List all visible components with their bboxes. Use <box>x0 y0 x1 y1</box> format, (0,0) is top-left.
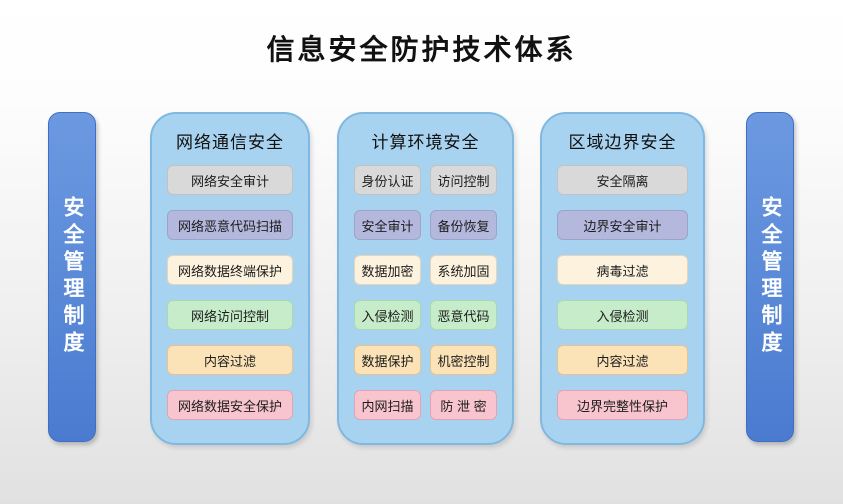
diagram-block: 机密控制 <box>430 345 497 375</box>
diagram-block: 身份认证 <box>354 165 421 195</box>
diagram-block: 网络数据安全保护 <box>167 390 293 420</box>
item-row: 网络恶意代码扫描 <box>167 210 293 240</box>
item-row: 边界安全审计 <box>557 210 688 240</box>
diagram-block: 备份恢复 <box>430 210 497 240</box>
item-row: 网络访问控制 <box>167 300 293 330</box>
panel-items: 网络安全审计网络恶意代码扫描网络数据终端保护网络访问控制内容过滤网络数据安全保护 <box>167 165 293 420</box>
diagram-block: 访问控制 <box>430 165 497 195</box>
item-row: 病毒过滤 <box>557 255 688 285</box>
diagram-block: 安全隔离 <box>557 165 688 195</box>
diagram-block: 内容过滤 <box>167 345 293 375</box>
security-management-bar-right: 安全管理制度 <box>746 112 794 442</box>
diagram-title: 信息安全防护技术体系 <box>266 34 577 65</box>
diagram-block: 边界完整性保护 <box>557 390 688 420</box>
item-row: 入侵检测恶意代码 <box>354 300 497 330</box>
item-row: 内容过滤 <box>167 345 293 375</box>
diagram-block: 网络访问控制 <box>167 300 293 330</box>
diagram-block: 安全审计 <box>354 210 421 240</box>
item-row: 安全审计备份恢复 <box>354 210 497 240</box>
diagram-block: 入侵检测 <box>354 300 421 330</box>
panel-area-boundary-security: 区域边界安全 安全隔离边界安全审计病毒过滤入侵检测内容过滤边界完整性保护 <box>540 112 705 445</box>
item-row: 网络安全审计 <box>167 165 293 195</box>
item-row: 数据加密系统加固 <box>354 255 497 285</box>
diagram-block: 数据保护 <box>354 345 421 375</box>
item-row: 安全隔离 <box>557 165 688 195</box>
panel-network-communication-security: 网络通信安全 网络安全审计网络恶意代码扫描网络数据终端保护网络访问控制内容过滤网… <box>150 112 310 445</box>
diagram-block: 系统加固 <box>430 255 497 285</box>
panel-items: 身份认证访问控制安全审计备份恢复数据加密系统加固入侵检测恶意代码数据保护机密控制… <box>354 165 497 420</box>
panel-title: 区域边界安全 <box>568 133 677 152</box>
item-row: 内容过滤 <box>557 345 688 375</box>
panel-title: 计算环境安全 <box>371 133 480 152</box>
diagram-block: 入侵检测 <box>557 300 688 330</box>
item-row: 边界完整性保护 <box>557 390 688 420</box>
panel-title: 网络通信安全 <box>176 133 284 152</box>
diagram-block: 内网扫描 <box>354 390 421 420</box>
item-row: 内网扫描防 泄 密 <box>354 390 497 420</box>
panel-items: 安全隔离边界安全审计病毒过滤入侵检测内容过滤边界完整性保护 <box>557 165 688 420</box>
item-row: 数据保护机密控制 <box>354 345 497 375</box>
item-row: 身份认证访问控制 <box>354 165 497 195</box>
panel-computing-environment-security: 计算环境安全 身份认证访问控制安全审计备份恢复数据加密系统加固入侵检测恶意代码数… <box>337 112 514 445</box>
diagram-block: 数据加密 <box>354 255 421 285</box>
security-management-bar-left: 安全管理制度 <box>48 112 96 442</box>
item-row: 入侵检测 <box>557 300 688 330</box>
diagram-block: 恶意代码 <box>430 300 497 330</box>
diagram-block: 边界安全审计 <box>557 210 688 240</box>
item-row: 网络数据安全保护 <box>167 390 293 420</box>
diagram-block: 网络安全审计 <box>167 165 293 195</box>
diagram-block: 防 泄 密 <box>430 390 497 420</box>
diagram-block: 内容过滤 <box>557 345 688 375</box>
diagram-block: 网络恶意代码扫描 <box>167 210 293 240</box>
item-row: 网络数据终端保护 <box>167 255 293 285</box>
diagram-block: 病毒过滤 <box>557 255 688 285</box>
vertical-bar-label: 安全管理制度 <box>759 196 782 358</box>
vertical-bar-label: 安全管理制度 <box>61 196 84 358</box>
diagram-block: 网络数据终端保护 <box>167 255 293 285</box>
